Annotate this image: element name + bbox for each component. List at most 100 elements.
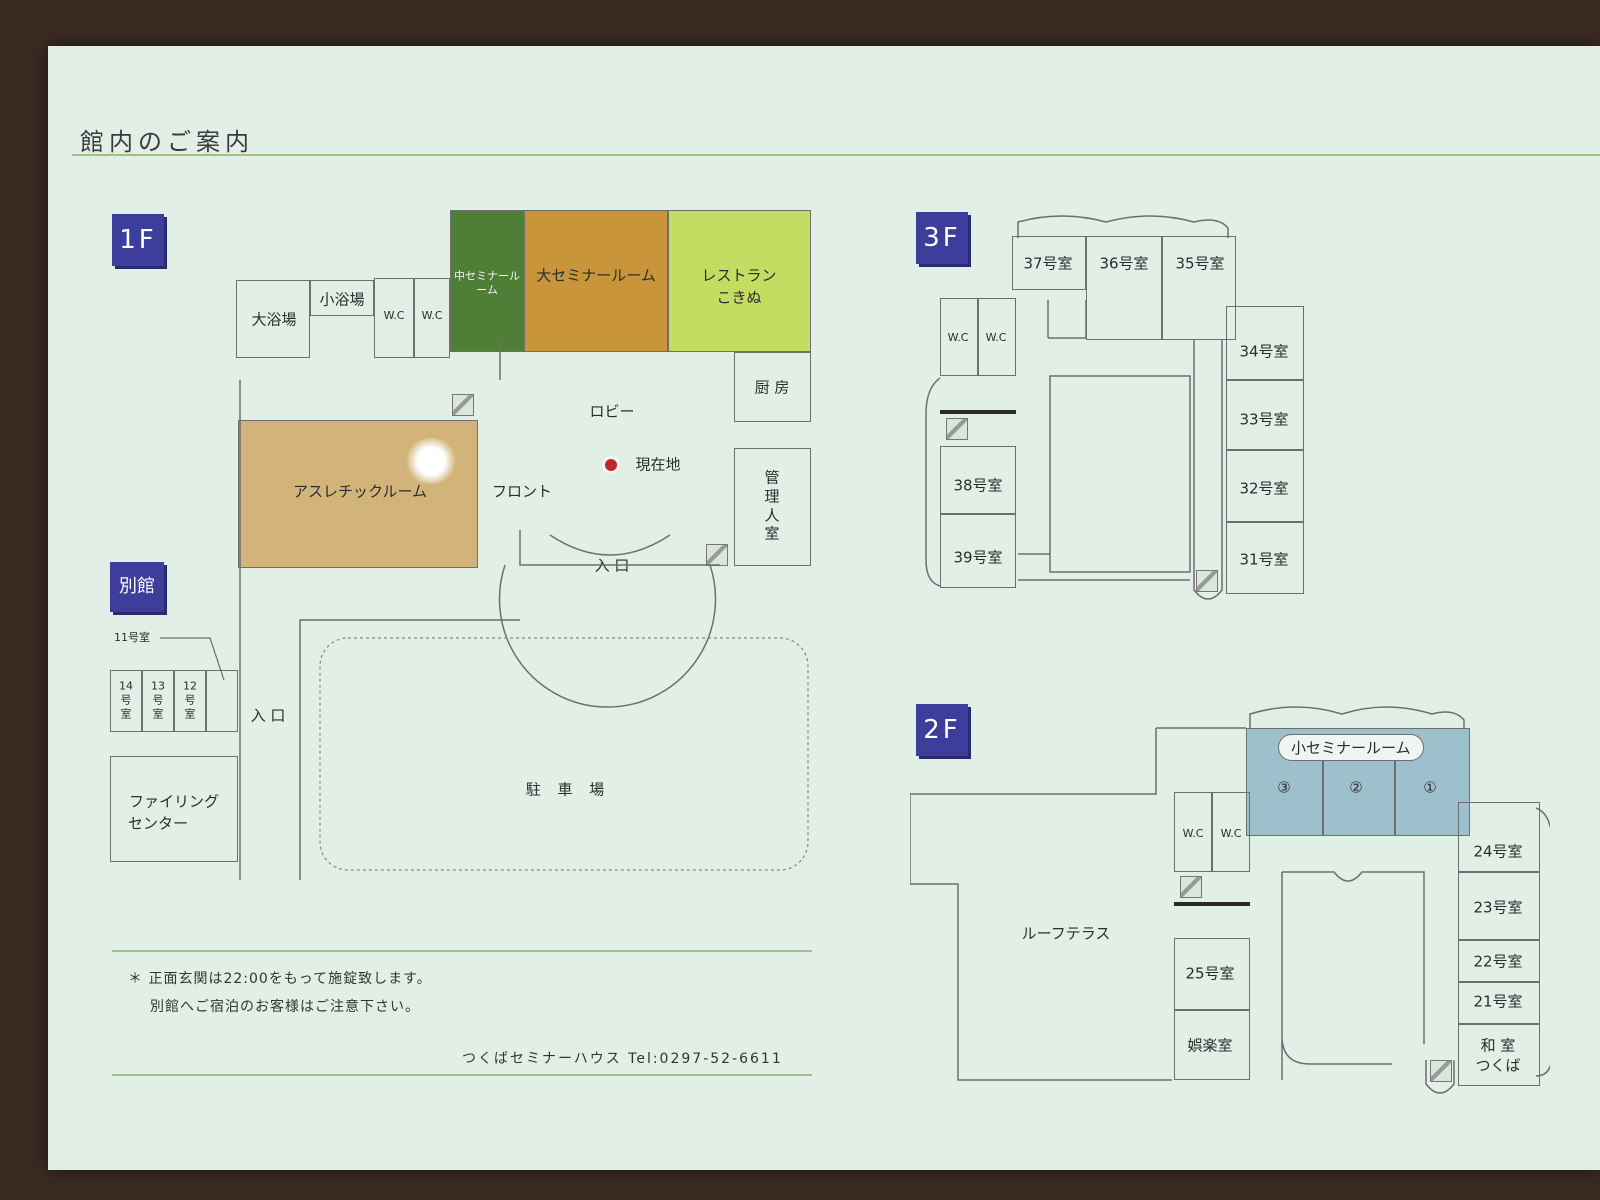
label-athletic: アスレチックルーム — [292, 482, 428, 501]
room-filing-center — [110, 756, 238, 862]
stairs-icon — [946, 418, 968, 440]
label-wc-3f-a: W.C — [947, 330, 969, 344]
floor-guide-sheet — [48, 46, 1600, 1170]
room-goraku — [1174, 1010, 1250, 1080]
room-koyokujo — [310, 280, 374, 316]
label-dai-seminar: 大セミナールーム — [536, 266, 656, 285]
label-room-24: 24号室 — [1473, 842, 1523, 861]
balcony-2f — [1249, 706, 1465, 728]
room-ooyokujo — [236, 280, 310, 358]
room-12 — [174, 670, 206, 732]
room-13 — [142, 670, 174, 732]
label-wc-1f-b: W.C — [421, 308, 443, 322]
wall-2f — [1174, 902, 1250, 906]
divider — [1394, 760, 1396, 836]
label-room-39: 39号室 — [953, 548, 1003, 567]
label-seminar-1: ① — [1423, 778, 1437, 797]
room-25 — [1174, 938, 1250, 1010]
floor-1f-outline — [239, 340, 809, 880]
label-wc-2f-b: W.C — [1220, 826, 1242, 840]
label-washitsu-1: 和 室 — [1480, 1036, 1516, 1055]
floor-3f-outline — [925, 300, 1223, 600]
label-current-location: 現在地 — [635, 455, 681, 474]
stairs-icon — [706, 544, 728, 566]
balcony-3f — [1017, 215, 1229, 238]
label-wc-1f-a: W.C — [383, 308, 405, 322]
label-room-22: 22号室 — [1473, 952, 1523, 971]
room-wc-2f-b — [1212, 792, 1250, 872]
label-wc-3f-b: W.C — [985, 330, 1007, 344]
label-room-11: 11号室 — [114, 630, 150, 644]
room-11-leader — [160, 637, 225, 681]
room-wc-2f-a — [1174, 792, 1212, 872]
notice-line-1: ＊ 正面玄関は22:00をもって施錠致します。 — [128, 971, 432, 987]
room-31 — [1226, 522, 1304, 594]
label-washitsu-2: つくば — [1475, 1056, 1521, 1075]
room-24 — [1458, 802, 1540, 872]
room-wc-3f-b — [978, 298, 1016, 376]
label-koyokujo: 小浴場 — [319, 290, 365, 309]
room-kitchen — [734, 352, 811, 422]
label-seminar-2: ② — [1349, 778, 1363, 797]
label-small-seminar: 小セミナールーム — [1278, 734, 1424, 761]
current-location-marker — [602, 456, 620, 474]
light-glare — [405, 438, 457, 484]
floor-1f-badge: 1F — [112, 214, 164, 266]
room-39 — [940, 514, 1016, 588]
room-22 — [1458, 940, 1540, 982]
floor-2f-outline — [910, 727, 1550, 1094]
room-37 — [1012, 236, 1086, 290]
room-chu-seminar — [450, 210, 524, 352]
wall-3f — [940, 410, 1016, 414]
label-ooyokujo: 大浴場 — [251, 310, 297, 329]
room-21 — [1458, 982, 1540, 1024]
floor-2f-badge: 2F — [916, 704, 968, 756]
label-goraku: 娯楽室 — [1187, 1036, 1233, 1055]
label-room-25: 25号室 — [1185, 964, 1235, 983]
title-divider — [72, 154, 1600, 156]
floor-3f-badge: 3F — [916, 212, 968, 264]
room-restaurant — [668, 210, 811, 352]
room-11 — [206, 670, 238, 732]
room-33 — [1226, 380, 1304, 450]
room-14 — [110, 670, 142, 732]
label-seminar-3: ③ — [1277, 778, 1291, 797]
page-title: 館内のご案内 — [80, 128, 254, 156]
room-dai-seminar — [524, 210, 668, 352]
room-wc-1f-a — [374, 278, 414, 358]
label-chu-seminar: 中セミナールーム — [454, 269, 520, 297]
label-kitchen: 厨 房 — [754, 378, 790, 397]
label-annex-entrance: 入 口 — [250, 706, 286, 725]
label-room-38: 38号室 — [953, 476, 1003, 495]
label-room-12: 12号室 — [183, 679, 197, 720]
divider — [1322, 760, 1324, 836]
stairs-icon — [1196, 570, 1218, 592]
stairs-icon — [1430, 1060, 1452, 1082]
label-filing-1: ファイリング — [128, 792, 220, 811]
room-34 — [1226, 306, 1304, 380]
label-room-33: 33号室 — [1239, 410, 1289, 429]
label-room-14: 14号室 — [119, 679, 133, 720]
room-32 — [1226, 450, 1304, 522]
room-38 — [940, 446, 1016, 514]
notes-top-rule — [112, 950, 812, 952]
contact-info: つくばセミナーハウス Tel:0297-52-6611 — [462, 1051, 783, 1067]
label-parking: 駐 車 場 — [525, 780, 611, 799]
room-36 — [1086, 236, 1162, 340]
label-room-37: 37号室 — [1023, 254, 1073, 273]
label-restaurant-2: こきぬ — [716, 288, 762, 307]
label-lobby: ロビー — [589, 402, 635, 421]
label-roof-terrace: ルーフテラス — [1021, 924, 1111, 943]
room-35 — [1162, 236, 1236, 340]
label-front: フロント — [491, 482, 553, 501]
room-kanrinin — [734, 448, 811, 566]
room-washitsu — [1458, 1024, 1540, 1086]
label-room-36: 36号室 — [1099, 254, 1149, 273]
notice-line-2: 別館へご宿泊のお客様はご注意下さい。 — [150, 999, 420, 1015]
label-restaurant-1: レストラン — [701, 266, 777, 285]
label-wc-2f-a: W.C — [1182, 826, 1204, 840]
label-room-35: 35号室 — [1175, 254, 1225, 273]
label-room-23: 23号室 — [1473, 898, 1523, 917]
label-room-13: 13号室 — [151, 679, 165, 720]
label-room-32: 32号室 — [1239, 479, 1289, 498]
